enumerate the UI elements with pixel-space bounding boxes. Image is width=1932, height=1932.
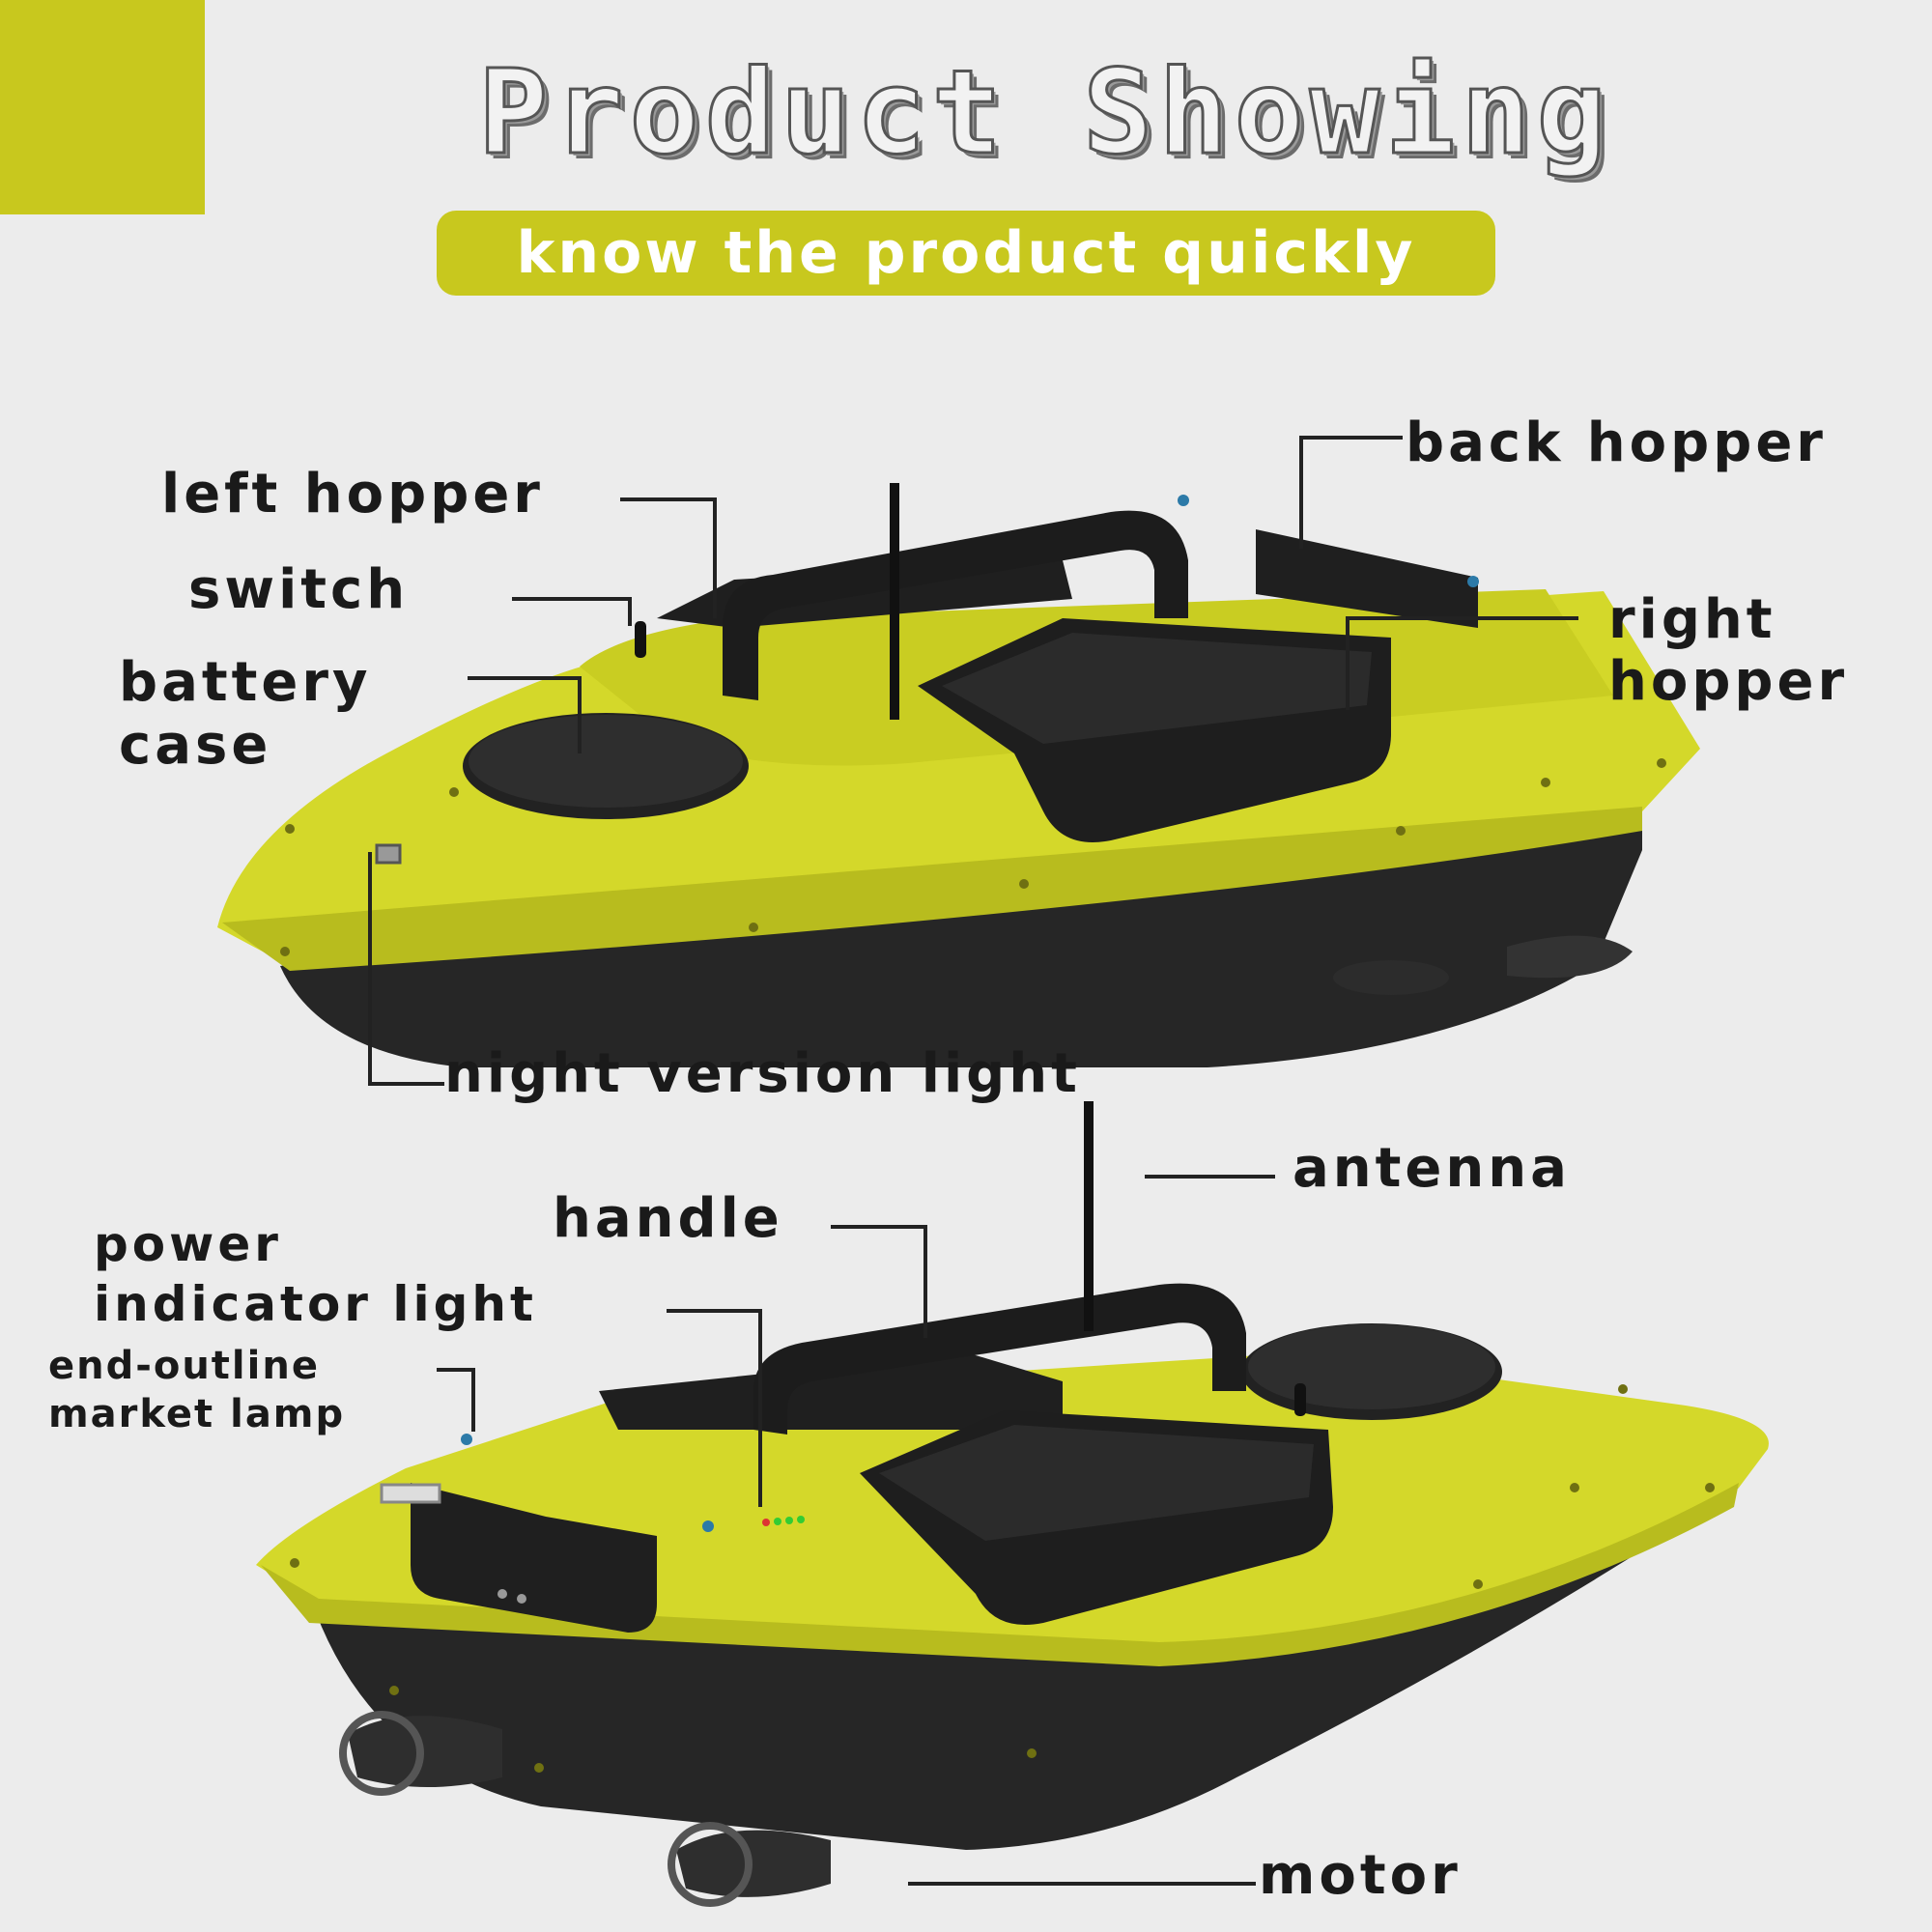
- boat-bottom: [256, 1101, 1769, 1907]
- label-case: case: [119, 714, 272, 777]
- label-back-hopper: back hopper: [1406, 412, 1827, 474]
- label-motor: motor: [1259, 1844, 1462, 1907]
- page-title: Product Showing: [477, 45, 1612, 183]
- callout-lines: [368, 436, 1578, 1886]
- label-left-hopper: left hopper: [161, 463, 544, 526]
- subtitle-text: know the product quickly: [516, 219, 1416, 287]
- label-night-version-light: night version light: [444, 1042, 1081, 1105]
- bottom-motor-props: [339, 1711, 831, 1907]
- label-battery: battery: [119, 651, 372, 714]
- boat-top: [217, 483, 1700, 1067]
- label-market-lamp: market lamp: [48, 1392, 346, 1436]
- label-indicator-light: indicator light: [94, 1276, 537, 1332]
- label-end-outline: end-outline: [48, 1344, 320, 1388]
- subtitle-banner: know the product quickly: [437, 211, 1495, 296]
- label-handle: handle: [553, 1187, 783, 1250]
- label-antenna: antenna: [1293, 1137, 1571, 1200]
- accent-corner-block: [0, 0, 205, 214]
- label-switch: switch: [188, 558, 410, 621]
- top-motor-props: [1333, 935, 1633, 995]
- label-hopper: hopper: [1608, 650, 1849, 713]
- label-power: power: [94, 1216, 282, 1272]
- label-right: right: [1608, 588, 1776, 651]
